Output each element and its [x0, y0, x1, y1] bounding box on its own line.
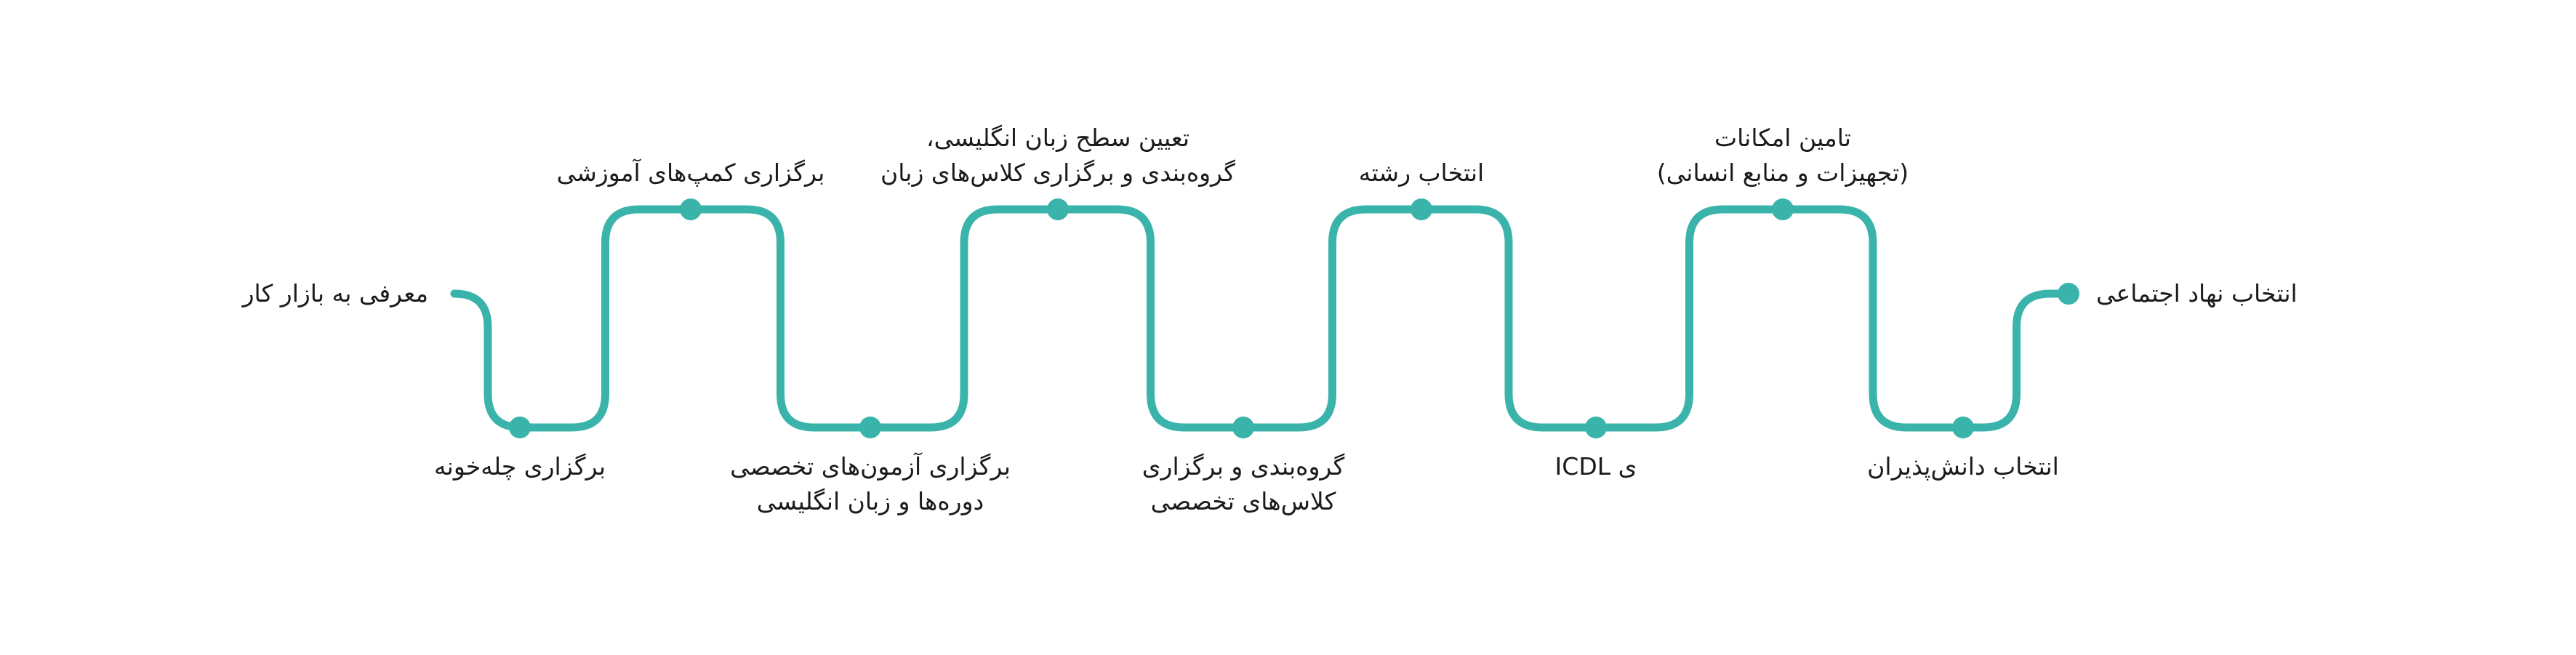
- start-node-label: انتخاب نهاد اجتماعی: [2096, 279, 2298, 308]
- milestone-dot[interactable]: [1952, 417, 1974, 438]
- milestone-dot[interactable]: [1772, 198, 1794, 220]
- timeline-path: [450, 205, 2074, 432]
- milestone-dot[interactable]: [680, 198, 702, 220]
- timeline-stroke: [450, 205, 2074, 432]
- milestone-dot[interactable]: [1047, 198, 1069, 220]
- milestone-dot[interactable]: [1411, 198, 1432, 220]
- end-node-label: معرفی به بازار کار: [242, 279, 428, 308]
- milestone-dot[interactable]: [2058, 283, 2079, 305]
- milestone-dot[interactable]: [1232, 417, 1254, 438]
- milestone-dot[interactable]: [1585, 417, 1607, 438]
- milestone-dot[interactable]: [509, 417, 531, 438]
- timeline-nodes: [509, 198, 2079, 438]
- milestone-dot[interactable]: [859, 417, 881, 438]
